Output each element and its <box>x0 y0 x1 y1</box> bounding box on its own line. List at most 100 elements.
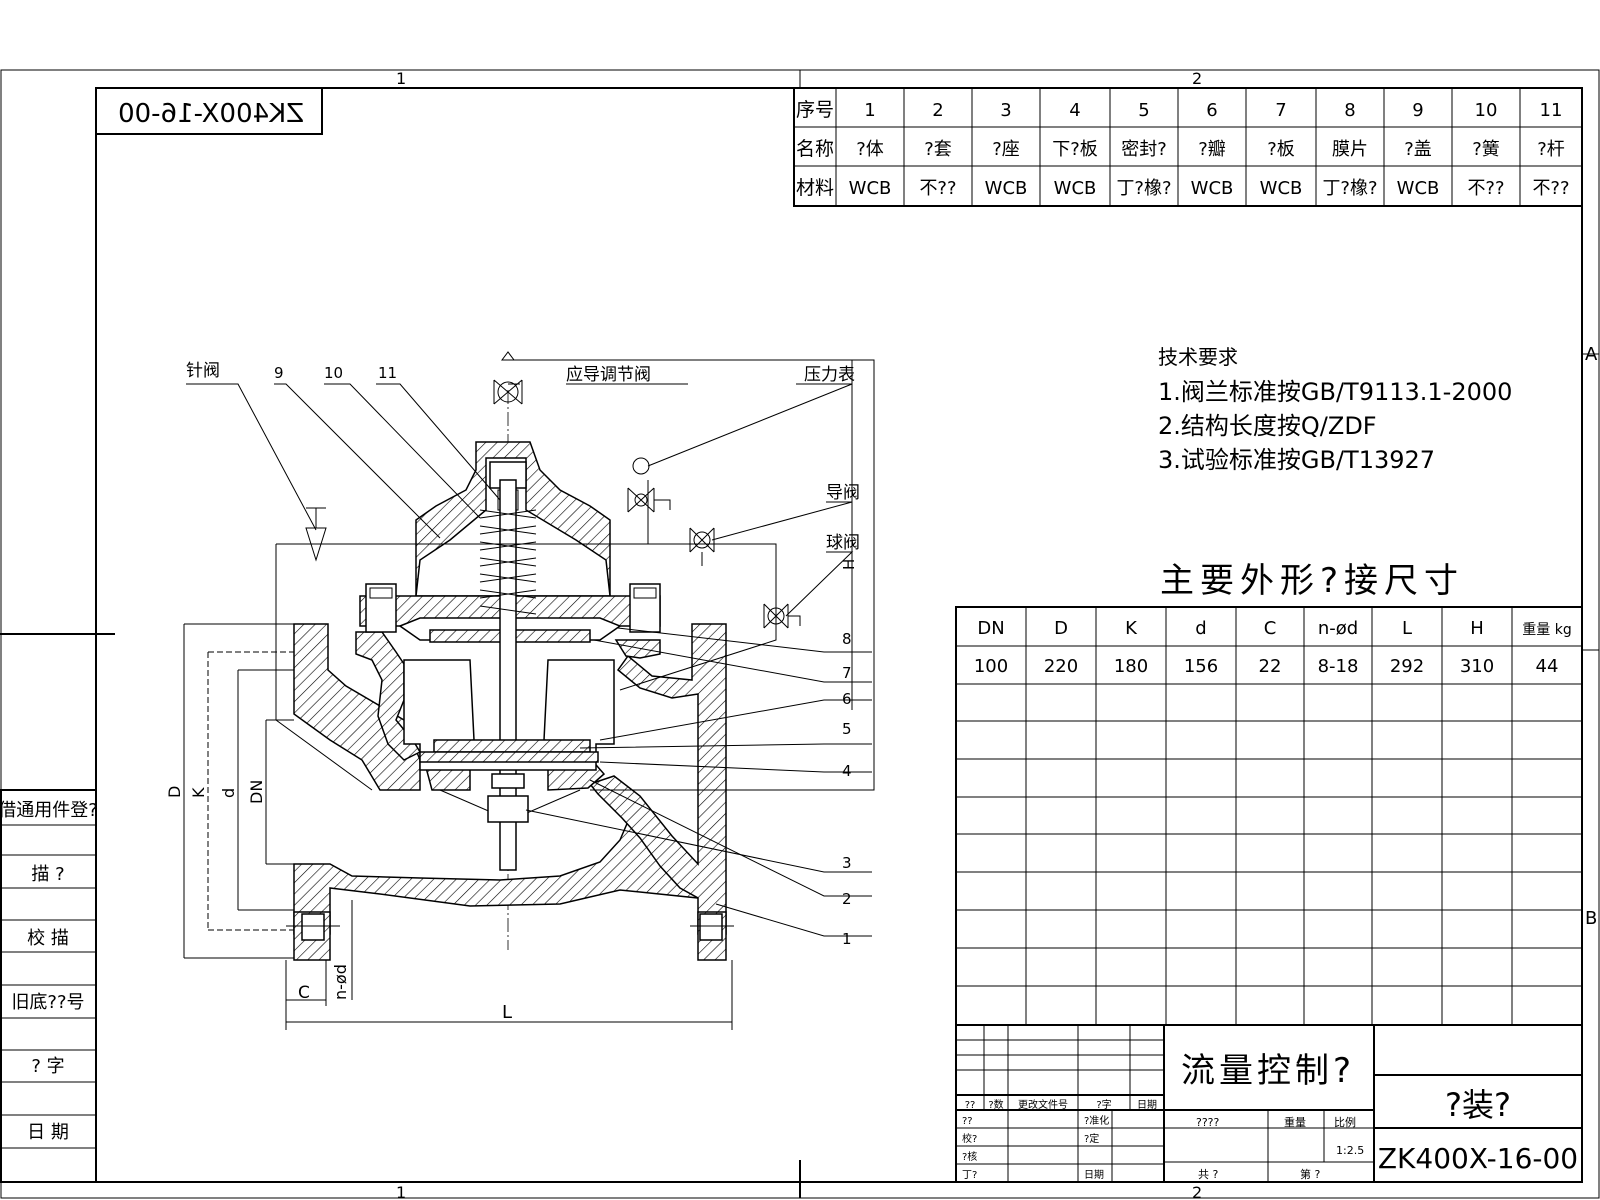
dim-value-2: 220 <box>1044 656 1078 677</box>
total-sheets: 共 ? <box>1198 1168 1218 1181</box>
part-number-2: 2 <box>932 100 943 121</box>
part-name-1: ?体 <box>856 139 884 160</box>
product-name: 流量控制? <box>1181 1051 1355 1091</box>
leader-2: 2 <box>842 890 852 908</box>
sign-standard: ?准化 <box>1084 1114 1109 1127</box>
leader-10: 10 <box>324 364 343 382</box>
part-number-10: 10 <box>1475 100 1498 121</box>
strip-old-number: 旧底??号 <box>11 992 84 1013</box>
part-name-5: 密封? <box>1121 139 1167 160</box>
part-material-11: 不?? <box>1532 178 1569 199</box>
zone-bottom-2: 2 <box>1192 1183 1202 1200</box>
dim-value-9: 44 <box>1536 656 1559 677</box>
sheet-number: 第 ? <box>1300 1167 1320 1181</box>
part-material-3: WCB <box>985 178 1028 199</box>
zone-bottom-1: 1 <box>396 1183 406 1200</box>
leader-1: 1 <box>842 930 852 948</box>
dim-header-7: L <box>1402 618 1412 639</box>
rev-header-date: 日期 <box>1137 1099 1157 1111</box>
tech-requirements: 技术要求 1.阀兰标准按GB/T9113.1-2000 2.结构长度按Q/ZDF… <box>1158 345 1512 474</box>
parts-header-material: 材料 <box>796 177 834 199</box>
dim-label-C: C <box>298 983 310 1003</box>
label-needle-valve: 针阀 <box>186 361 220 381</box>
rev-header-count: ?数 <box>988 1098 1003 1111</box>
drawing-labels: 针阀 应导调节阀 压力表 导阀 球阀 9 10 11 8 7 6 5 4 3 2… <box>165 361 860 1023</box>
left-strip: 借通用件登? 描 ? 校 描 旧底??号 ? 字 日 期 <box>0 789 98 1183</box>
tech-req-title: 技术要求 <box>1158 345 1238 369</box>
dim-value-4: 156 <box>1184 656 1218 677</box>
part-material-8: 丁?橡? <box>1322 178 1377 199</box>
mirrored-drawing-number: ZK400X-16-00 <box>118 99 304 129</box>
valve-section-view: 针阀 应导调节阀 压力表 导阀 球阀 9 10 11 8 7 6 5 4 3 2… <box>165 351 875 1030</box>
outer-frame: 1 2 1 2 A B <box>0 69 1600 1200</box>
dim-label-D: D <box>165 786 184 798</box>
valve-stem <box>479 479 537 871</box>
dim-header-9: 重量 kg <box>1522 622 1571 638</box>
part-name-2: ?套 <box>924 139 952 160</box>
scale-label: 比例 <box>1334 1115 1356 1129</box>
leader-5: 5 <box>842 720 852 738</box>
label-pilot-adjust-valve: 应导调节阀 <box>566 365 651 385</box>
zone-right-a: A <box>1585 344 1598 365</box>
dim-label-L: L <box>502 1002 512 1023</box>
scale-value: 1:2.5 <box>1336 1144 1364 1157</box>
leader-4: 4 <box>842 762 852 780</box>
dim-header-8: H <box>1470 618 1484 639</box>
strip-borrowed-parts: 借通用件登? <box>0 800 98 821</box>
zone-top-1: 1 <box>396 69 406 88</box>
leader-7: 7 <box>842 664 852 682</box>
dim-label-d: d <box>219 788 238 798</box>
strip-check-tracing: 校 描 <box>27 928 69 949</box>
strip-signature: ? 字 <box>31 1056 64 1077</box>
dimensions-title: 主要外形?接尺寸 <box>1160 561 1464 601</box>
stage-label: ???? <box>1196 1116 1220 1129</box>
part-material-1: WCB <box>849 178 892 199</box>
dimension-lines <box>183 360 853 1030</box>
part-material-7: WCB <box>1260 178 1303 199</box>
part-name-9: ?盖 <box>1404 139 1432 160</box>
strip-tracing: 描 ? <box>31 864 64 885</box>
part-material-9: WCB <box>1397 178 1440 199</box>
label-pressure-gauge: 压力表 <box>804 365 855 385</box>
part-material-4: WCB <box>1054 178 1097 199</box>
part-material-2: 不?? <box>919 178 956 199</box>
dim-label-K: K <box>189 787 208 798</box>
part-number-5: 5 <box>1138 100 1149 121</box>
dim-value-5: 22 <box>1259 656 1282 677</box>
leader-8: 8 <box>842 630 852 648</box>
part-number-1: 1 <box>864 100 875 121</box>
tech-req-item-1: 1.阀兰标准按GB/T9113.1-2000 <box>1158 378 1512 406</box>
part-name-4: 下?板 <box>1052 139 1098 160</box>
sign-process: 丁? <box>962 1170 977 1181</box>
part-name-10: ?簧 <box>1472 139 1500 160</box>
mirrored-title-box: ZK400X-16-00 <box>95 87 323 135</box>
dim-header-3: K <box>1125 618 1138 639</box>
part-number-7: 7 <box>1275 100 1286 121</box>
dim-label-H: H <box>840 559 858 570</box>
tech-req-item-3: 3.试验标准按GB/T13927 <box>1158 446 1435 474</box>
valve-disc <box>403 659 615 823</box>
dim-value-3: 180 <box>1114 656 1148 677</box>
title-block: 流量控制? ?装? ZK400X-16-00 ?? ?数 更改文件号 ?字 日期… <box>955 1024 1583 1183</box>
part-name-3: ?座 <box>992 139 1020 160</box>
dim-header-1: DN <box>977 618 1004 639</box>
drawing-number: ZK400X-16-00 <box>1378 1142 1578 1175</box>
part-material-6: WCB <box>1191 178 1234 199</box>
part-material-5: 丁?橡? <box>1116 178 1171 199</box>
parts-header-name: 名称 <box>796 138 834 160</box>
part-name-8: 膜片 <box>1332 139 1368 160</box>
label-ball-valve: 球阀 <box>826 533 860 553</box>
part-number-6: 6 <box>1206 100 1217 121</box>
label-pilot-valve: 导阀 <box>826 483 860 503</box>
dim-header-5: C <box>1264 618 1277 639</box>
part-number-8: 8 <box>1344 100 1355 121</box>
leader-3: 3 <box>842 854 852 872</box>
sign-designer: ?? <box>962 1116 973 1127</box>
tech-req-item-2: 2.结构长度按Q/ZDF <box>1158 412 1377 440</box>
strip-date: 日 期 <box>27 1122 69 1143</box>
part-name-11: ?杆 <box>1537 139 1565 160</box>
leader-9: 9 <box>274 364 284 382</box>
leader-6: 6 <box>842 690 852 708</box>
